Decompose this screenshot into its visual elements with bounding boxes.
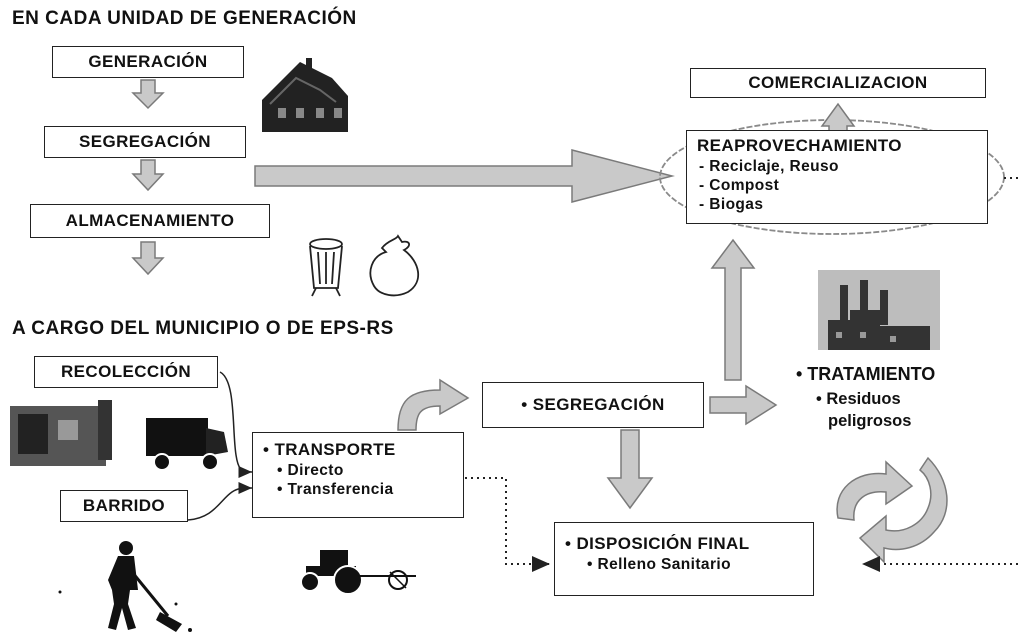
down-arrow-1 (131, 79, 165, 110)
reaprovechamiento-item: - Reciclaje, Reuso (699, 158, 839, 175)
transporte-item: • Transferencia (277, 481, 394, 498)
trash-bag-icon (369, 234, 419, 297)
box-segregacion-household: SEGREGACIÓN (44, 126, 246, 158)
disposicion-title: • DISPOSICIÓN FINAL (565, 534, 750, 553)
reaprovechamiento-item: - Biogas (699, 196, 764, 213)
heading-municipality: A CARGO DEL MUNICIPIO O DE EPS-RS (12, 318, 394, 339)
box-recoleccion: RECOLECCIÓN (34, 356, 218, 388)
down-arrow-3 (131, 241, 165, 276)
connector-barrido-transporte (187, 482, 253, 521)
reaprovechamiento-item: - Compost (699, 177, 780, 194)
tratamiento-item: peligrosos (828, 412, 912, 430)
reaprovechamiento-title: REAPROVECHAMIENTO (697, 136, 902, 155)
connector-recoleccion-transporte (219, 371, 253, 478)
heading-household: EN CADA UNIDAD DE GENERACIÓN (12, 8, 357, 29)
up-arrow-comercializacion (820, 102, 856, 133)
box-comercializacion: COMERCIALIZACION (690, 68, 986, 98)
box-reaprovechamiento: REAPROVECHAMIENTO - Reciclaje, Reuso - C… (686, 130, 988, 224)
box-generacion: GENERACIÓN (52, 46, 244, 78)
recycle-arrows-icon (836, 456, 948, 564)
transporte-title: • TRANSPORTE (263, 440, 396, 459)
disposicion-item: • Relleno Sanitario (587, 556, 731, 573)
arrow-segregacion-to-disposicion (606, 429, 654, 510)
box-segregacion-municipal: • SEGREGACIÓN (482, 382, 704, 428)
factory-illustration (818, 270, 940, 350)
transporte-item: • Directo (277, 462, 344, 479)
up-arrow-to-reaprovechamiento (710, 238, 756, 381)
tratamiento-title: • TRATAMIENTO (796, 364, 936, 384)
box-disposicion-final: • DISPOSICIÓN FINAL • Relleno Sanitario (554, 522, 814, 596)
trash-can-icon (309, 238, 343, 297)
box-barrido: BARRIDO (60, 490, 188, 522)
house-illustration (262, 58, 348, 132)
tratamiento-item: • Residuos (816, 390, 901, 408)
arrow-segregacion-to-tratamiento (709, 384, 778, 426)
collection-truck-illustration (10, 400, 228, 471)
dotted-transporte-disposicion (465, 477, 550, 572)
down-arrow-2 (131, 159, 165, 192)
big-arrow-to-reaprovechamiento (254, 149, 675, 203)
sweeper-illustration (58, 541, 192, 632)
box-almacenamiento: ALMACENAMIENTO (30, 204, 270, 238)
box-transporte: • TRANSPORTE • Directo • Transferencia (252, 432, 464, 518)
tractor-illustration (300, 550, 416, 595)
curved-arrow-to-segregacion (397, 378, 470, 431)
